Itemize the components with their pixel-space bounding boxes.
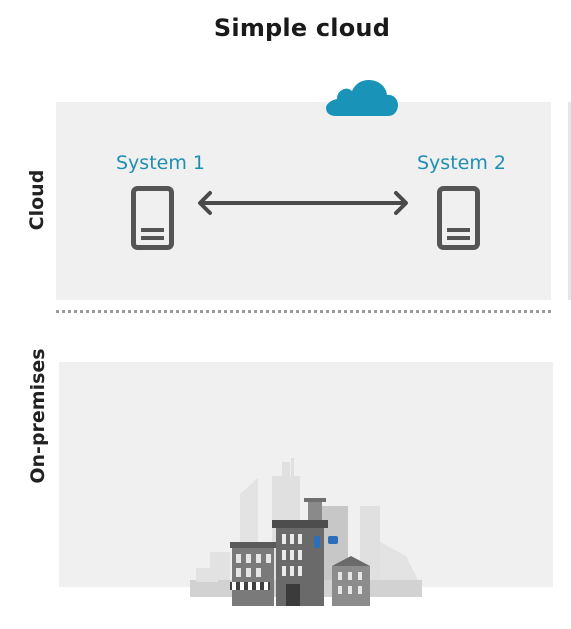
bidirectional-connection-arrow bbox=[198, 191, 408, 215]
system-1-server-icon bbox=[131, 186, 174, 250]
system-2-server-icon bbox=[437, 186, 480, 250]
cloud-icon bbox=[326, 80, 398, 116]
zone-divider-line bbox=[56, 310, 551, 313]
system-2-label: System 2 bbox=[417, 152, 506, 174]
cloud-zone-label: Cloud bbox=[26, 169, 48, 231]
diagram-title: Simple cloud bbox=[213, 14, 391, 42]
system-1-label: System 1 bbox=[116, 152, 205, 174]
panel-edge-divider bbox=[568, 102, 571, 300]
city-buildings-icon bbox=[190, 458, 422, 606]
on-premises-zone-label: On-premises bbox=[27, 348, 49, 484]
